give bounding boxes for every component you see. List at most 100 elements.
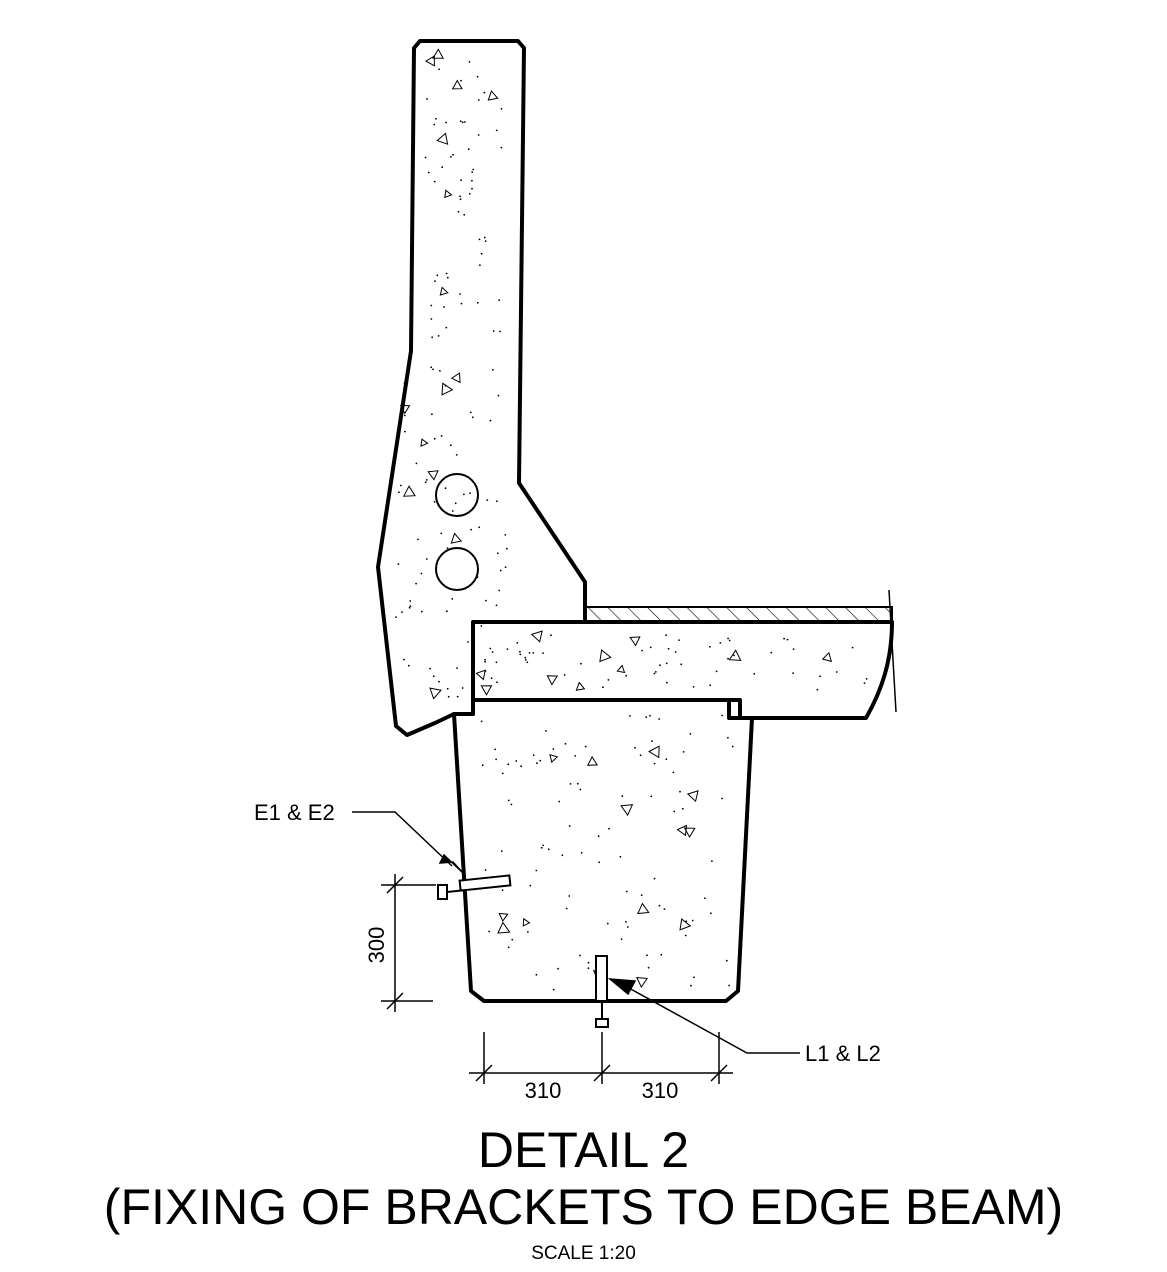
aggregate-dot [420,610,423,613]
aggregate-dot [490,677,493,680]
aggregate-dot [516,642,519,644]
aggregate-dot [693,976,695,979]
aggregate-triangle [616,664,626,674]
aggregate-dot [666,681,668,684]
aggregate-dot [472,168,475,171]
aggregate-dot [552,748,555,750]
aggregate-dot [444,487,447,490]
aggregate-dot [704,897,706,899]
aggregate-dot [425,558,428,560]
aggregate-triangle [599,649,612,663]
aggregate-dot [504,534,507,536]
aggregate-dot [483,91,486,94]
dimension-310-left: 310 [525,1078,562,1103]
aggregate-triangle [429,687,442,700]
aggregate-triangle [498,912,509,922]
aggregate-dot [484,658,486,661]
aggregate-dot [408,606,411,609]
aggregate-dot [492,368,494,371]
vertical-dimension [381,874,436,1012]
aggregate-dot [404,430,406,433]
aggregate-dot [569,783,572,785]
aggregate-triangle [530,630,543,643]
aggregate-dot [426,98,428,100]
aggregate-dot [519,653,522,656]
aggregate-dot [438,68,440,71]
aggregate-dot [542,844,545,847]
aggregate-dot [580,662,582,665]
aggregate-dot [606,922,609,925]
aggregate-dot [459,120,462,123]
aggregate-dot [710,912,712,915]
aggregate-dot [481,764,484,767]
aggregate-dot [568,895,571,897]
aggregate-dot [460,79,462,82]
aggregate-dot [709,684,712,687]
aggregate-dot [400,484,402,487]
aggregate-dot [433,437,436,440]
aggregate-dot [504,566,507,568]
aggregate-dot [733,654,735,657]
aggregate-dot [437,335,440,337]
aggregate-dot [484,240,487,243]
aggregate-dot [728,639,731,642]
aggregate-dot [649,646,652,649]
aggregate-dot [451,510,454,512]
aggregate-dot [484,869,487,871]
aggregate-triangle [686,790,699,803]
e-bracket-bolt [437,874,512,900]
aggregate-dot [460,179,462,182]
aggregate-dot [501,889,504,891]
aggregate-dot [452,153,454,156]
aggregate-dot [547,848,550,851]
aggregate-dot [468,193,471,195]
aggregate-dot [608,827,610,830]
aggregate-dot [673,810,676,813]
aggregate-dot [561,854,564,857]
aggregate-dot [727,637,729,640]
aggregate-triangle [436,132,449,145]
aggregate-dot [565,907,568,910]
aggregate-dot [580,852,583,854]
aggregate-dot [731,745,734,748]
aggregate-triangle [648,745,660,759]
aggregate-dot [753,673,756,675]
aggregate-dot [564,742,567,745]
aggregate-dot [792,672,794,674]
aggregate-dot [486,499,489,501]
aggregate-dot [417,538,419,541]
aggregate-dot [539,759,542,762]
aggregate-triangle [575,681,586,691]
aggregate-dot [495,604,498,607]
aggregate-dot [563,674,566,676]
aggregate-dot [500,146,503,149]
aggregate-dot [456,695,459,698]
aggregate-triangle [424,55,435,67]
aggregate-dot [529,884,532,887]
aggregate-dot [653,672,656,675]
aggregate-dot [625,674,627,677]
aggregate-dot [647,966,650,969]
aggregate-dot [471,416,474,419]
e-leader-arrow [438,853,464,874]
aggregate-dot [520,765,522,768]
aggregate-dot [598,861,600,864]
aggregate-dot [680,663,683,666]
aggregate-dot [568,825,571,827]
aggregate-dot [463,493,465,496]
aggregate-dot [407,664,410,667]
aggregate-dot [477,99,480,101]
aggregate-dot [409,605,412,607]
aggregate-dot [469,492,471,494]
aggregate-dot [420,572,423,575]
aggregate-dot [783,637,785,640]
aggregate-dot [459,198,462,201]
aggregate-triangle [635,977,649,988]
aggregate-dot [507,946,510,949]
leader-lines [352,811,800,1054]
aggregate-dot [499,330,501,333]
dimension-310-right: 310 [642,1078,679,1103]
aggregate-dot [480,720,483,723]
aggregate-dot [667,647,670,650]
aggregate-dot [433,500,436,503]
